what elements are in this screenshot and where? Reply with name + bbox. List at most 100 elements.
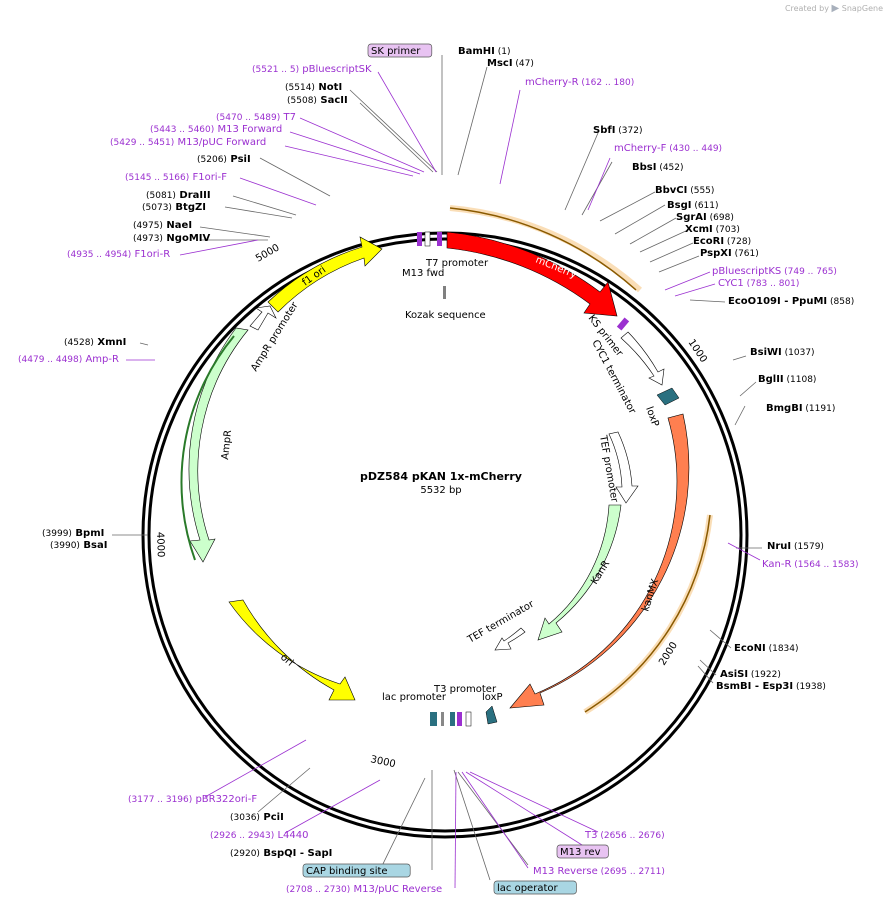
enzyme-name: PsiI: [227, 154, 251, 165]
enzyme-pos: (1191): [803, 404, 836, 414]
label-text-kan-r: Kan-R (1564 .. 1583): [762, 559, 859, 570]
enzyme-name: BamHI: [458, 46, 495, 57]
label-bsai: (3990) BsaI: [50, 540, 107, 551]
enzyme-name: BmgBI: [766, 403, 803, 414]
feature-label-kanmx: kanMX: [640, 577, 661, 612]
primer-name: Kan-R: [762, 559, 791, 570]
label-msci: MscI (47): [487, 58, 534, 69]
label-text-bamhi: BamHI (1): [458, 46, 511, 57]
label-text-m13pucrev: (2708 .. 2730) M13/pUC Reverse: [286, 884, 442, 895]
label-sgrai: SgrAI (698): [676, 212, 734, 223]
enzyme-pos: (1834): [766, 644, 799, 654]
enzyme-pos: (5508): [287, 96, 317, 106]
primer-range: (2926 .. 2943): [210, 831, 274, 841]
primer-range: (4479 .. 4498): [18, 355, 82, 365]
plasmid-length: 5532 bp: [420, 485, 461, 496]
enzyme-pos: (761): [732, 249, 759, 259]
label-text-bsai: (3990) BsaI: [50, 540, 107, 551]
enzyme-name: BtgZI: [172, 202, 206, 213]
label-f1ori-r: (4935 .. 4954) F1ori-R: [67, 249, 170, 260]
enzyme-pos: (1922): [748, 670, 781, 680]
primer-range: (1564 .. 1583): [791, 560, 858, 570]
primer-range: (5470 .. 5489): [216, 113, 280, 123]
label-text-bsiwi: BsiWI (1037): [750, 347, 815, 358]
label-sk-primer: SK primer: [367, 43, 433, 58]
label-sacii: (5508) SacII: [287, 95, 348, 106]
label-sbfi: SbfI (372): [593, 125, 643, 136]
enzyme-name: BsmBI: [716, 681, 751, 692]
feature-label-m13-fwd: M13 fwd: [402, 268, 444, 279]
label-f1ori-f: (5145 .. 5166) F1ori-F: [125, 172, 227, 183]
label-text-draiii: (5081) DraIII: [146, 190, 211, 201]
primer-range: (162 .. 180): [579, 78, 635, 88]
label-cyc1: CYC1 (783 .. 801): [718, 278, 799, 289]
label-text-pbr322ori-f: (3177 .. 3196) pBR322ori-F: [128, 794, 257, 805]
label-noti: (5514) NotI: [285, 82, 342, 93]
feature-label-loxp-2: loxP: [482, 692, 503, 703]
feature-loxp-2: [485, 705, 498, 725]
label-text-naei: (4975) NaeI: [133, 220, 192, 231]
label-text-f1ori-r: (4935 .. 4954) F1ori-R: [67, 249, 170, 260]
primer-range: (5521 .. 5): [252, 65, 299, 75]
label-econi: EcoNI (1834): [734, 643, 799, 654]
enzyme-name: BsgI: [667, 200, 691, 211]
feature-kanmx: [509, 413, 690, 709]
label-text-mcherry-f: mCherry-F (430 .. 449): [614, 143, 722, 154]
enzyme-name: SgrAI: [676, 212, 707, 223]
label-bspqi: (2920) BspQI - SapI: [230, 848, 332, 859]
label-pcii: (3036) PciI: [230, 812, 284, 823]
enzyme-name: PspXI: [700, 248, 732, 259]
label-text-pbluescriptks: pBluescriptKS (749 .. 765): [712, 266, 837, 277]
badge-bg: [493, 880, 577, 895]
feature-primer-mark-2: [437, 232, 442, 246]
label-xmni: (4528) XmnI: [64, 337, 126, 348]
label-text-bspqi: (2920) BspQI - SapI: [230, 848, 332, 859]
label-text-msci: MscI (47): [487, 58, 534, 69]
label-text-ecori: EcoRI (728): [693, 236, 751, 247]
label-text-xmni: (4528) XmnI: [64, 337, 126, 348]
enzyme-pos: (555): [687, 186, 714, 196]
feature-lac-mark-4: [465, 711, 472, 727]
feature-tef-promoter: [608, 431, 639, 504]
badge-text: SK primer: [371, 46, 421, 57]
backbone-inner: [147, 237, 743, 833]
primer-name: T7: [280, 112, 296, 123]
label-text-t3: T3 (2656 .. 2676): [584, 830, 665, 841]
feature-cyc1-terminator: [620, 331, 665, 386]
enzyme-pos: (1): [495, 47, 511, 57]
primer-name: pBluescriptSK: [299, 64, 372, 75]
label-m13pucfwd: (5429 .. 5451) M13/pUC Forward: [110, 137, 266, 148]
snapgene-logo-icon: ▶: [831, 3, 840, 14]
enzyme-pos: (1108): [784, 375, 817, 385]
label-pbr322ori-f: (3177 .. 3196) pBR322ori-F: [128, 794, 257, 805]
label-text-bsgi: BsgI (611): [667, 200, 719, 211]
label-text-lacop: lac operator: [497, 883, 558, 894]
label-text-m13pucfwd: (5429 .. 5451) M13/pUC Forward: [110, 137, 266, 148]
feature-label-t3-promoter: T3 promoter: [433, 684, 497, 695]
enzyme-pos: (611): [691, 201, 718, 211]
feature-label-tef-terminator: TEF terminator: [465, 598, 537, 646]
primer-name: L4440: [274, 830, 308, 841]
enzyme-name: EcoO109I: [728, 296, 781, 307]
primer-leader-lines: [126, 71, 761, 889]
enzyme-name: NaeI: [163, 220, 192, 231]
label-bpmi: (3999) BpmI: [42, 528, 104, 539]
label-text-psii: (5206) PsiI: [197, 154, 251, 165]
enzyme-suffix: - SapI: [296, 848, 332, 859]
enzyme-name: BbvCI: [655, 185, 687, 196]
enzyme-pos: (452): [656, 163, 683, 173]
label-ngomiv: (4973) NgoMIV: [133, 233, 210, 244]
label-btgzi: (5073) BtgZI: [142, 202, 206, 213]
primer-name: M13 Reverse: [533, 866, 598, 877]
enzyme-name: XcmI: [685, 224, 713, 235]
feature-ks-primer: [616, 317, 630, 331]
label-mcherry-r: mCherry-R (162 .. 180): [525, 77, 634, 88]
label-text-mcherry-r: mCherry-R (162 .. 180): [525, 77, 634, 88]
label-text-noti: (5514) NotI: [285, 82, 342, 93]
plasmid-name: pDZ584 pKAN 1x-mCherry: [360, 470, 522, 483]
label-text-cap: CAP binding site: [306, 866, 388, 877]
enzyme-pos: (728): [724, 237, 751, 247]
enzyme-pos: (5514): [285, 83, 315, 93]
label-psii: (5206) PsiI: [197, 154, 251, 165]
label-text-l4440: (2926 .. 2943) L4440: [210, 830, 308, 841]
